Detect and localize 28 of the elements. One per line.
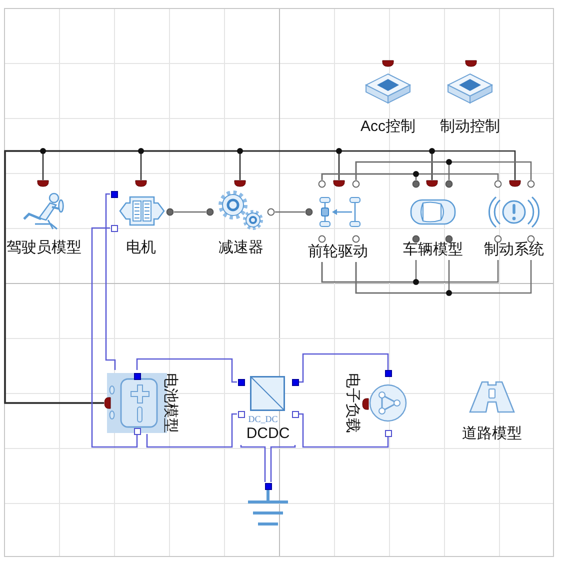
connection-line [299, 413, 389, 448]
connection-line [4, 150, 516, 404]
component-label: Acc控制 [360, 118, 416, 136]
component-label: 电池模型 [161, 373, 179, 433]
connection-line [240, 445, 266, 482]
component-label: 减速器 [218, 239, 264, 257]
component-label: 驾驶员模型 [6, 239, 82, 257]
component-label: 车辆模型 [403, 241, 463, 259]
connection-line [275, 211, 305, 213]
component-label: 道路模型 [462, 425, 522, 443]
connection-line [105, 193, 116, 370]
connection-line [321, 260, 499, 283]
component-label: 制动控制 [440, 118, 500, 136]
connection-line [91, 227, 138, 448]
connection-line [355, 260, 532, 294]
component-label: 制动系统 [484, 241, 544, 259]
component-label: 前轮驱动 [308, 243, 368, 261]
connection-line [299, 353, 389, 383]
connection-line [270, 445, 296, 482]
component-label: 电机 [126, 239, 156, 257]
component-label: 电子负载 [343, 373, 361, 433]
connection-line [355, 161, 532, 180]
connection-line [136, 358, 237, 383]
connection-line [174, 211, 206, 213]
component-label: DCDC [246, 425, 290, 443]
connection-line [321, 173, 499, 180]
icon-caption: DC_DC [248, 414, 278, 424]
connection-line [146, 413, 237, 448]
